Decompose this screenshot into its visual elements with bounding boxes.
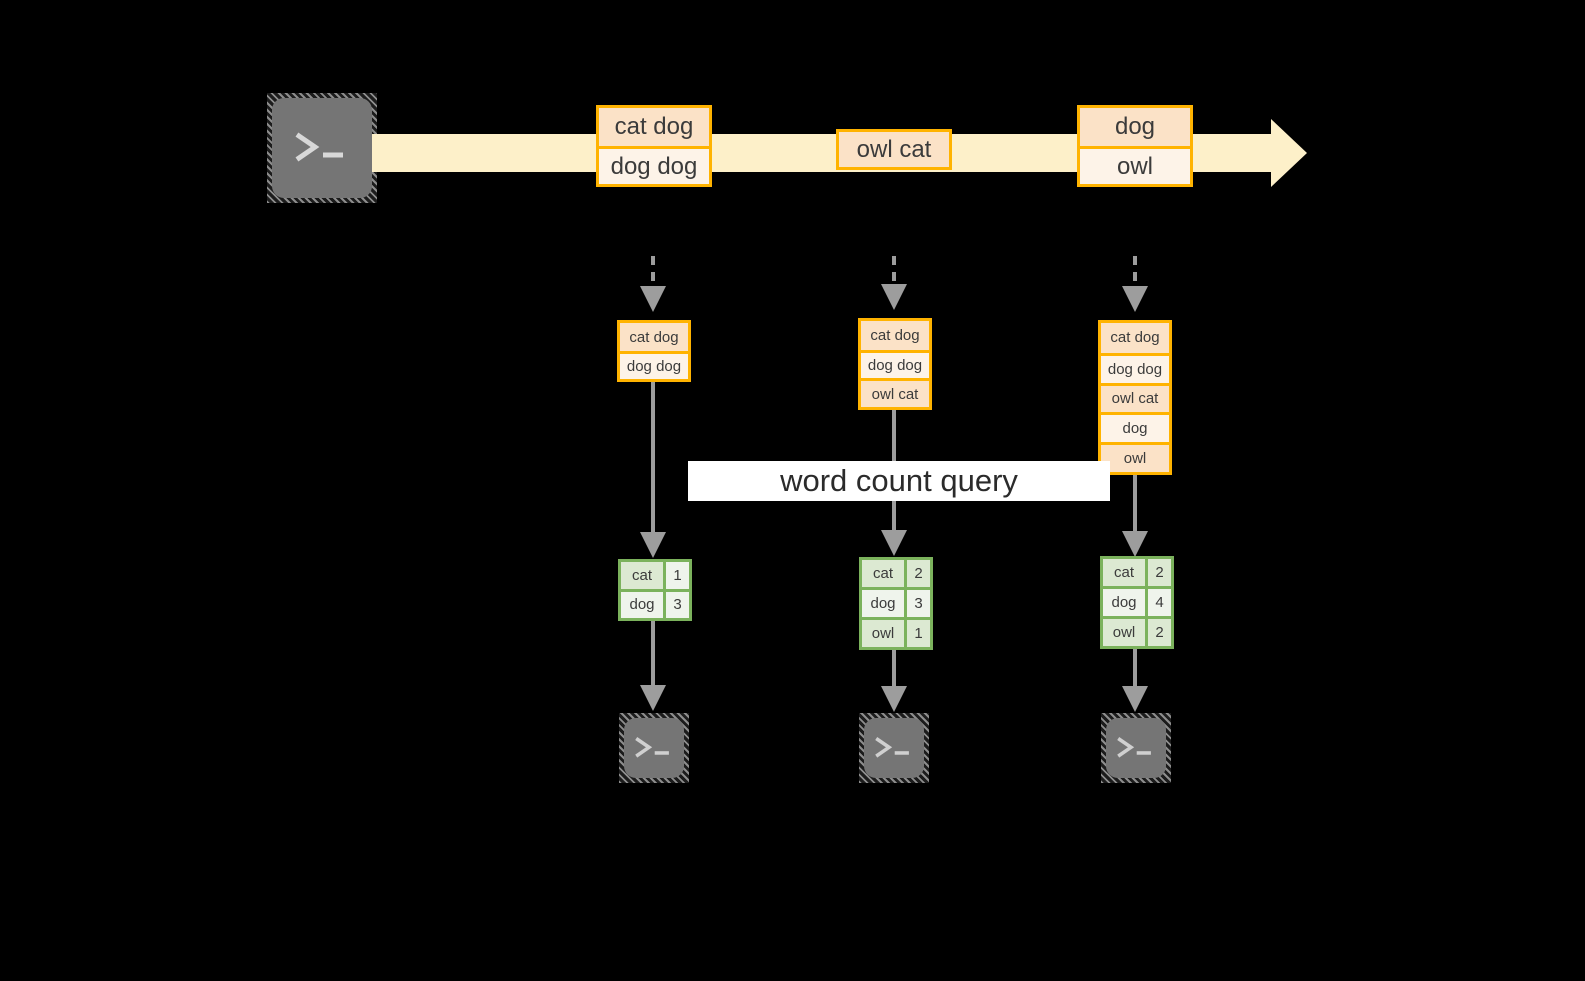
stream-event-box[interactable]: dog owl [1077,105,1193,187]
query-arrow-head-icon [640,532,666,558]
query-arrow-line [651,382,655,534]
source-terminal-icon [267,93,377,203]
result-word-cell: dog [621,591,666,618]
snapshot-trigger-arrow-line [1133,256,1137,288]
sink-arrow-line [892,650,896,688]
query-arrow-head-icon [1122,531,1148,557]
query-arrow-line [1133,475,1137,533]
stream-event-line: dog dog [599,146,709,184]
prompt-glyph-icon [295,132,343,162]
prompt-glyph-icon [635,737,669,758]
result-count-cell: 2 [907,560,930,587]
snapshot-input-box[interactable]: cat dog dog dog owl cat dog owl [1098,320,1172,475]
snapshot-input-row: dog dog [861,349,929,379]
snapshot-input-row: cat dog [1101,323,1169,353]
snapshot-input-row: dog dog [1101,352,1169,383]
prompt-glyph-icon [875,737,909,758]
sink-arrow-line [1133,649,1137,688]
stream-event-line: dog [1080,108,1190,146]
result-count-cell: 4 [1148,589,1171,616]
result-word-cell: cat [1103,559,1148,586]
result-word-cell: dog [862,590,907,617]
result-count-cell: 2 [1148,559,1171,586]
terminal-screen [272,98,372,198]
snapshot-input-row: owl cat [1101,382,1169,413]
table-row: cat 2 [1103,559,1171,586]
sink-arrow-head-icon [1122,686,1148,712]
query-arrow-head-icon [881,530,907,556]
result-count-cell: 3 [666,591,689,618]
terminal-screen [624,718,684,778]
stream-event-line: cat dog [599,108,709,146]
result-word-cell: dog [1103,589,1148,616]
stream-arrow-head-icon [1271,119,1307,187]
result-word-cell: cat [621,562,666,589]
sink-terminal-icon [619,713,689,783]
result-table[interactable]: cat 1 dog 3 [618,559,692,621]
snapshot-input-row: owl [1101,442,1169,472]
sink-arrow-line [651,621,655,687]
result-word-cell: owl [1103,619,1148,646]
result-count-cell: 2 [1148,619,1171,646]
snapshot-trigger-arrow-line [651,256,655,288]
query-label: word count query [688,461,1110,501]
result-table[interactable]: cat 2 dog 4 owl 2 [1100,556,1174,649]
snapshot-trigger-arrow-line [892,256,896,286]
snapshot-input-row: owl cat [861,378,929,407]
table-row: cat 2 [862,560,930,587]
result-word-cell: owl [862,620,907,647]
snapshot-input-box[interactable]: cat dog dog dog [617,320,691,382]
snapshot-input-box[interactable]: cat dog dog dog owl cat [858,318,932,410]
stream-event-box[interactable]: owl cat [836,129,952,170]
table-row: cat 1 [621,562,689,589]
prompt-glyph-icon [1117,737,1151,758]
snapshot-input-row: cat dog [620,323,688,351]
stream-event-box[interactable]: cat dog dog dog [596,105,712,187]
table-row: dog 4 [1103,586,1171,616]
snapshot-trigger-arrow-head-icon [1122,286,1148,312]
sink-terminal-icon [1101,713,1171,783]
terminal-screen [864,718,924,778]
table-row: dog 3 [621,588,689,618]
snapshot-input-row: dog [1101,412,1169,443]
table-row: owl 2 [1103,616,1171,646]
snapshot-trigger-arrow-head-icon [881,284,907,310]
sink-arrow-head-icon [881,686,907,712]
sink-arrow-head-icon [640,685,666,711]
snapshot-input-row: cat dog [861,321,929,350]
result-table[interactable]: cat 2 dog 3 owl 1 [859,557,933,650]
result-count-cell: 1 [907,620,930,647]
stream-event-line: owl [1080,146,1190,184]
terminal-screen [1106,718,1166,778]
result-count-cell: 3 [907,590,930,617]
snapshot-input-row: dog dog [620,351,688,379]
table-row: dog 3 [862,587,930,617]
sink-terminal-icon [859,713,929,783]
table-row: owl 1 [862,617,930,647]
stream-event-line: owl cat [839,132,949,167]
result-word-cell: cat [862,560,907,587]
result-count-cell: 1 [666,562,689,589]
snapshot-trigger-arrow-head-icon [640,286,666,312]
